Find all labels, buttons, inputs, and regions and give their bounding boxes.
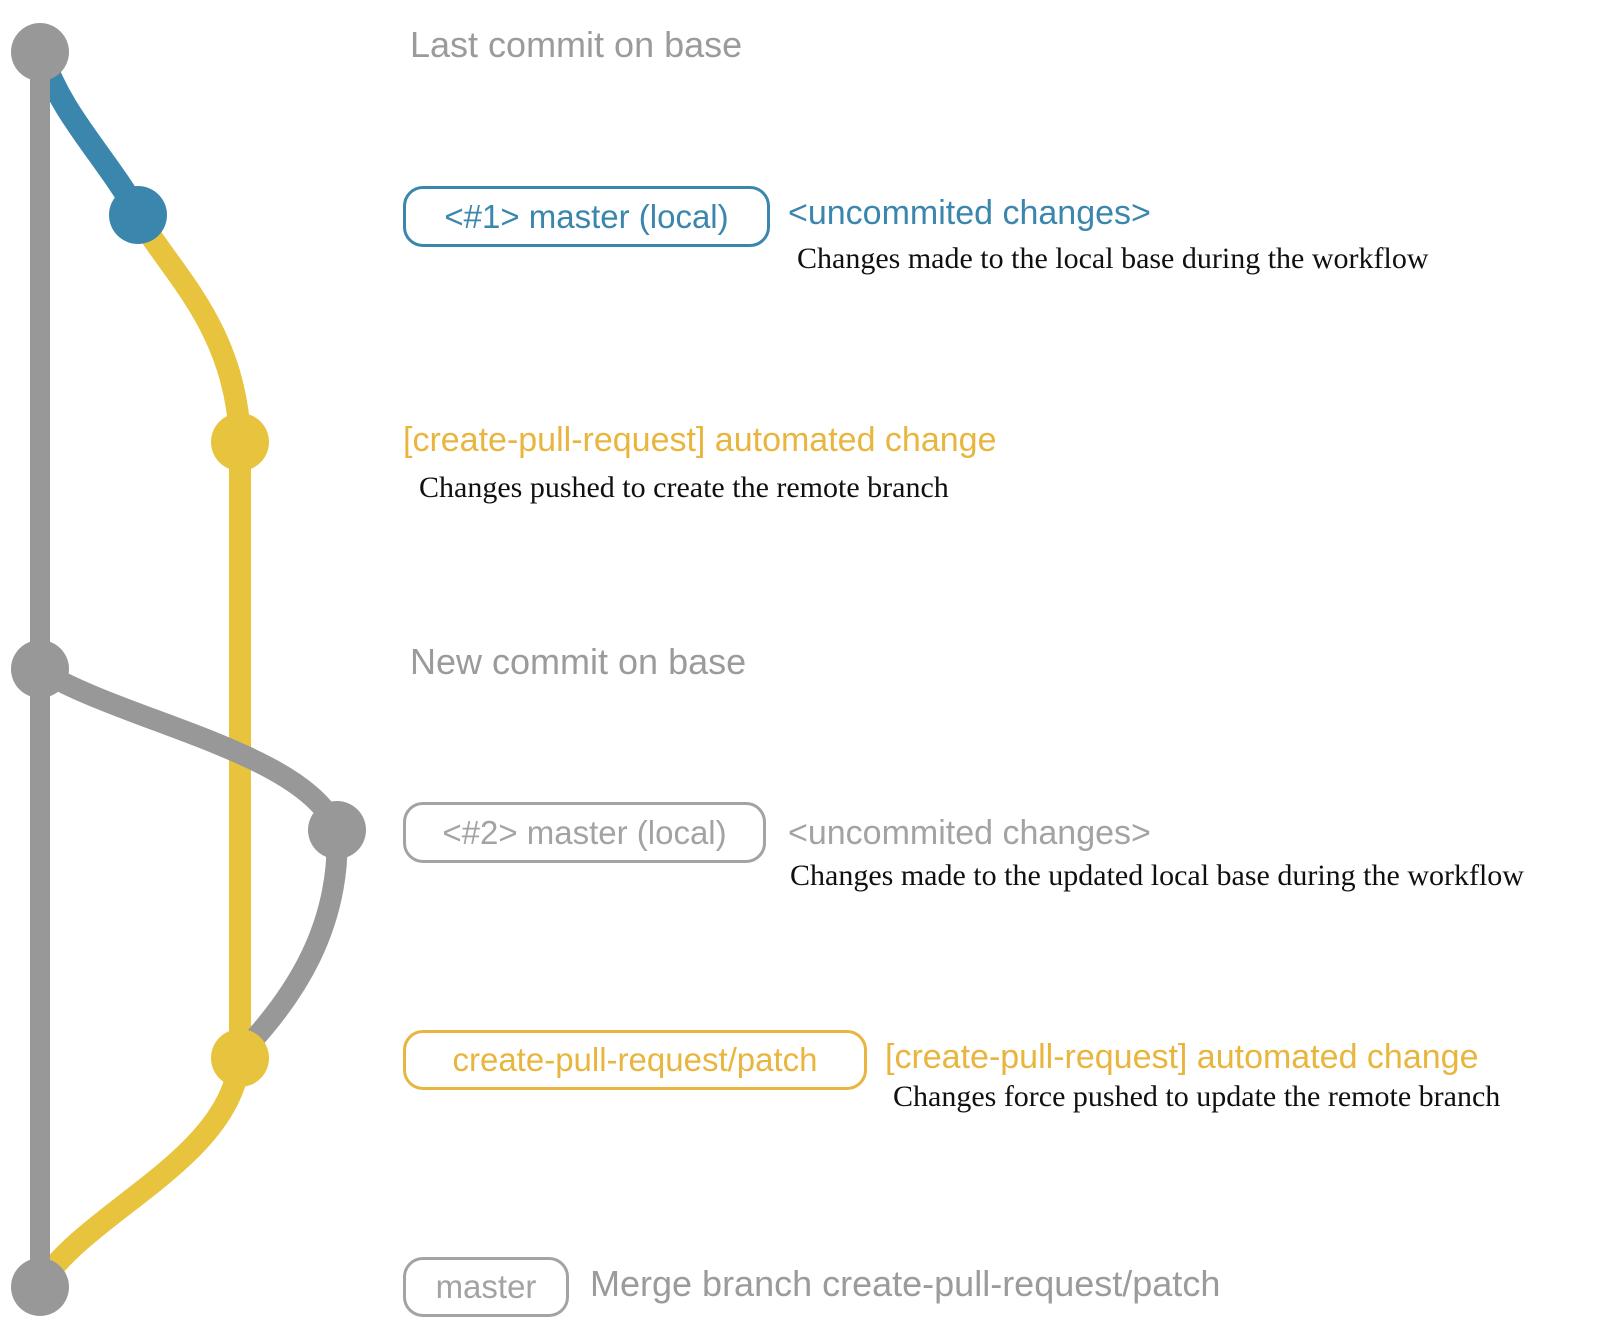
commit-node-merge bbox=[11, 1258, 69, 1316]
commit-message-automated-change-2: [create-pull-request] automated change bbox=[885, 1038, 1479, 1076]
branch-badge-master: master bbox=[403, 1257, 569, 1317]
commit-message-uncommited-changes-1: <uncommited changes> bbox=[788, 194, 1151, 232]
branch-line-master-local-2 bbox=[29, 659, 348, 841]
commit-node-last-base bbox=[11, 23, 69, 81]
commit-node-patch-2 bbox=[211, 1029, 269, 1087]
commit-node-new-base bbox=[11, 640, 69, 698]
annotation-force-pushed-to-update-remote: Changes force pushed to update the remot… bbox=[893, 1080, 1501, 1113]
branch-line-patch-merge-into-master bbox=[31, 1047, 251, 1293]
label-last-commit-on-base: Last commit on base bbox=[410, 24, 743, 65]
branch-line-local-2-force-push bbox=[233, 819, 348, 1061]
label-new-commit-on-base: New commit on base bbox=[410, 641, 747, 682]
label-merge-branch: Merge branch create-pull-request/patch bbox=[590, 1263, 1221, 1304]
commit-message-uncommited-changes-2: <uncommited changes> bbox=[788, 814, 1151, 852]
commit-node-master-local-2 bbox=[308, 801, 366, 859]
branch-badge-master-local-1: <#1> master (local) bbox=[403, 186, 770, 247]
branch-badge-create-pull-request-patch: create-pull-request/patch bbox=[403, 1030, 867, 1090]
annotation-pushed-to-create-remote: Changes pushed to create the remote bran… bbox=[419, 471, 949, 504]
commit-node-patch-1 bbox=[211, 413, 269, 471]
branch-line-master-local-1 bbox=[30, 44, 150, 225]
annotation-local-changes-1: Changes made to the local base during th… bbox=[797, 242, 1429, 275]
branch-line-create-pull-request-patch bbox=[129, 207, 251, 1067]
commit-message-automated-change-1: [create-pull-request] automated change bbox=[403, 421, 997, 459]
branch-badge-master-local-2: <#2> master (local) bbox=[403, 802, 766, 863]
commit-node-master-local-1 bbox=[109, 186, 167, 244]
annotation-local-changes-2: Changes made to the updated local base d… bbox=[790, 859, 1524, 892]
